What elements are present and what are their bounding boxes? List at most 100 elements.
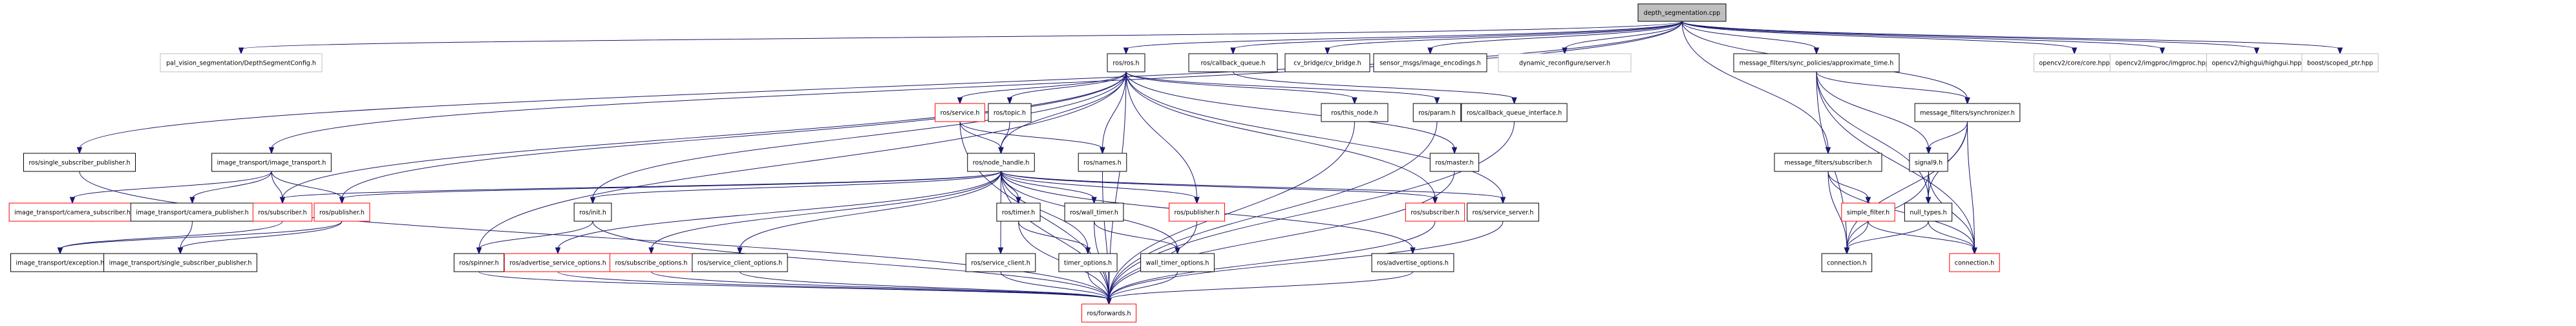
node-it[interactable]: image_transport/image_transport.h xyxy=(211,153,332,172)
edge-root-to-mfsub xyxy=(1681,21,1829,149)
edge-rossub1-to-itexc xyxy=(59,221,283,250)
node-simplefilter[interactable]: simple_filter.h xyxy=(1841,202,1895,222)
node-walltimer[interactable]: ros/wall_timer.h xyxy=(1064,202,1124,222)
node-param[interactable]: ros/param.h xyxy=(1412,103,1462,122)
arrowhead-ros-to-master xyxy=(1451,147,1458,155)
node-core: opencv2/core/core.hpp xyxy=(2033,53,2116,72)
node-label: message_filters/synchronizer.h xyxy=(1920,110,2015,117)
node-mfsub[interactable]: message_filters/subscriber.h xyxy=(1774,153,1882,172)
node-box xyxy=(2033,53,2116,72)
node-ros[interactable]: ros/ros.h xyxy=(1107,53,1145,72)
arrowhead-ros-to-topic xyxy=(1006,97,1013,105)
node-label: ros/timer.h xyxy=(1002,210,1035,217)
node-thisnode[interactable]: ros/this_node.h xyxy=(1321,103,1389,122)
node-label: sensor_msgs/image_encodings.h xyxy=(1379,60,1481,67)
node-label: opencv2/imgproc/imgproc.hpp xyxy=(2115,60,2209,67)
node-names[interactable]: ros/names.h xyxy=(1078,153,1127,172)
edge-sync-to-conn2 xyxy=(1967,121,1975,250)
edge-init-to-forwards xyxy=(592,221,1109,300)
edge-root-to-cvb xyxy=(1327,21,1683,50)
arrowhead-apx-to-sync xyxy=(1964,97,1970,105)
node-nulltypes[interactable]: null_types.h xyxy=(1904,202,1953,222)
node-rospub1[interactable]: ros/publisher.h xyxy=(314,202,370,222)
node-subopt[interactable]: ros/subscribe_options.h xyxy=(609,253,694,272)
node-enc[interactable]: sensor_msgs/image_encodings.h xyxy=(1373,53,1487,72)
node-srvclientopt[interactable]: ros/service_client_options.h xyxy=(692,253,788,272)
node-init[interactable]: ros/init.h xyxy=(573,202,612,222)
arrowhead-root-to-cbq xyxy=(1230,47,1236,55)
node-cbq[interactable]: ros/callback_queue.h xyxy=(1188,53,1278,72)
node-srvserver[interactable]: ros/service_server.h xyxy=(1467,202,1539,222)
node-master[interactable]: ros/master.h xyxy=(1429,153,1480,172)
node-box xyxy=(1373,53,1487,72)
edge-ros-to-topic xyxy=(1009,71,1127,100)
node-timer[interactable]: ros/timer.h xyxy=(996,202,1041,222)
edge-ros-to-rossub1 xyxy=(282,71,1127,199)
node-topic[interactable]: ros/topic.h xyxy=(988,103,1032,122)
edge-nh-to-subopt xyxy=(651,171,1001,250)
edge-campub-to-itssp xyxy=(180,221,193,250)
arrowhead-root-to-imgproc xyxy=(2159,47,2166,55)
edge-apx-to-conn2 xyxy=(1816,71,1975,250)
node-rossub2[interactable]: ros/subscriber.h xyxy=(1405,202,1465,222)
node-label: ros/forwards.h xyxy=(1087,310,1131,318)
node-label: ros/single_subscriber_publisher.h xyxy=(28,160,130,167)
edge-subopt-to-forwards xyxy=(651,271,1109,300)
node-box xyxy=(103,253,257,272)
edge-nh-to-rossub2 xyxy=(1001,171,1436,199)
arrowhead-it-to-camsub xyxy=(69,197,76,204)
edge-mfsub-to-simplefilter xyxy=(1827,171,1869,199)
node-box xyxy=(1429,153,1480,172)
edge-root-to-ros xyxy=(1125,21,1683,50)
node-itexc[interactable]: image_transport/exception.h xyxy=(10,253,110,272)
node-forwards[interactable]: ros/forwards.h xyxy=(1081,303,1137,323)
node-rospub2[interactable]: ros/publisher.h xyxy=(1169,202,1225,222)
node-srvclient[interactable]: ros/service_client.h xyxy=(965,253,1036,272)
arrowhead-ros-to-thisnode xyxy=(1352,97,1357,105)
node-label: ros/publisher.h xyxy=(319,210,365,217)
node-label: ros/this_node.h xyxy=(1331,110,1378,117)
edge-ros-to-rospub2 xyxy=(1125,71,1197,199)
node-box xyxy=(1140,253,1215,272)
node-ssp[interactable]: ros/single_subscriber_publisher.h xyxy=(23,153,136,172)
node-advopt[interactable]: ros/advertise_options.h xyxy=(1371,253,1454,272)
node-box xyxy=(8,202,136,222)
node-box xyxy=(2206,53,2307,72)
node-root[interactable]: depth_segmentation.cpp xyxy=(1637,3,1727,22)
node-conn2[interactable]: connection.h xyxy=(1949,253,2000,272)
node-label: image_transport/image_transport.h xyxy=(217,160,326,167)
node-box xyxy=(2109,53,2215,72)
node-label: dynamic_reconfigure/server.h xyxy=(1519,60,1610,67)
node-nh[interactable]: ros/node_handle.h xyxy=(967,153,1035,172)
node-signal9[interactable]: signal9.h xyxy=(1909,153,1948,172)
node-label: image_transport/single_subscriber_publis… xyxy=(109,260,252,267)
arrowhead-nh-to-advsrvopt xyxy=(555,247,561,255)
node-spinner[interactable]: ros/spinner.h xyxy=(453,253,505,272)
node-walltimeropt[interactable]: wall_timer_options.h xyxy=(1140,253,1215,272)
node-campub[interactable]: image_transport/camera_publisher.h xyxy=(130,202,255,222)
node-apx[interactable]: message_filters/sync_policies/approximat… xyxy=(1733,53,1900,72)
node-sync[interactable]: message_filters/synchronizer.h xyxy=(1914,103,2021,122)
edge-apx-to-signal9 xyxy=(1816,71,1929,149)
node-itssp[interactable]: image_transport/single_subscriber_publis… xyxy=(103,253,257,272)
node-rossub1[interactable]: ros/subscriber.h xyxy=(252,202,313,222)
node-box xyxy=(1461,103,1568,122)
node-service[interactable]: ros/service.h xyxy=(935,103,985,122)
edge-nh-to-advsrvopt xyxy=(557,171,1001,250)
arrowhead-root-to-ros xyxy=(1123,47,1129,55)
node-box xyxy=(314,202,370,222)
node-conn1[interactable]: connection.h xyxy=(1821,253,1873,272)
node-label: image_transport/exception.h xyxy=(16,260,105,267)
node-cbqi[interactable]: ros/callback_queue_interface.h xyxy=(1461,103,1568,122)
node-cvb[interactable]: cv_bridge/cv_bridge.h xyxy=(1284,53,1370,72)
edge-ros-to-thisnode xyxy=(1125,71,1355,100)
node-camsub[interactable]: image_transport/camera_subscriber.h xyxy=(8,202,136,222)
edge-it-to-rossub1 xyxy=(271,171,283,199)
node-timeropt[interactable]: timer_options.h xyxy=(1058,253,1118,272)
arrowhead-topic-to-nh xyxy=(998,147,1004,155)
node-advsrvopt[interactable]: ros/advertise_service_options.h xyxy=(504,253,612,272)
node-label: connection.h xyxy=(1955,260,1994,267)
arrowhead-mfsub-to-simplefilter xyxy=(1865,197,1871,204)
node-imgproc: opencv2/imgproc/imgproc.hpp xyxy=(2109,53,2215,72)
edge-rospub1-to-itexc xyxy=(59,221,343,250)
